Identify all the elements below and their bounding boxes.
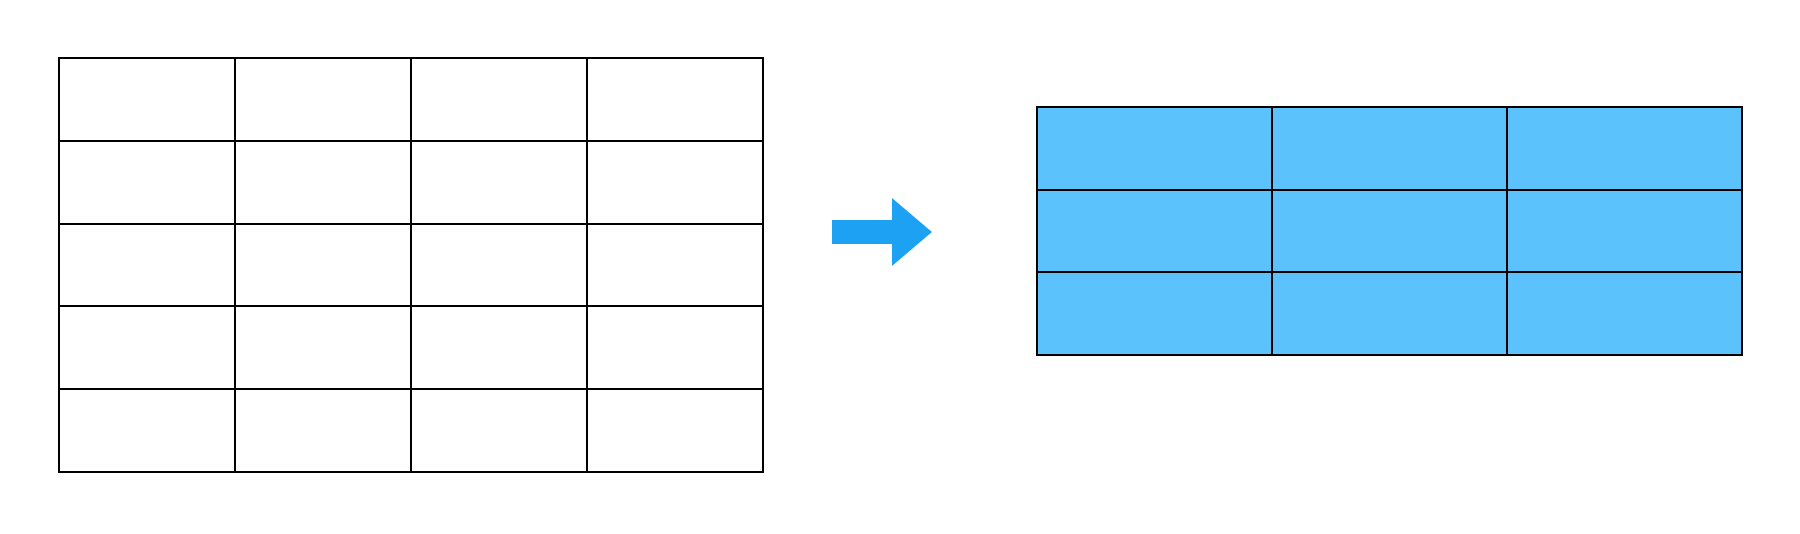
table-cell — [1506, 106, 1743, 191]
table-row — [58, 139, 764, 225]
table-cell — [410, 57, 588, 142]
right-arrow-icon — [832, 198, 932, 266]
table-cell — [58, 57, 236, 142]
table-cell — [58, 388, 236, 473]
table-cell — [586, 305, 764, 391]
table-cell — [586, 222, 764, 308]
table-cell — [1271, 106, 1508, 191]
table-cell — [58, 222, 236, 308]
table-cell — [234, 222, 412, 308]
table-cell — [1036, 188, 1273, 274]
table-cell — [410, 388, 588, 473]
table-cell — [586, 388, 764, 473]
table-cell — [234, 139, 412, 225]
source-table — [58, 57, 764, 473]
table-cell — [1036, 106, 1273, 191]
arrow-shape — [832, 198, 932, 266]
table-cell — [234, 57, 412, 142]
table-cell — [1271, 271, 1508, 356]
table-cell — [58, 139, 236, 225]
table-cell — [410, 305, 588, 391]
table-cell — [234, 305, 412, 391]
table-cell — [1506, 271, 1743, 356]
table-cell — [410, 139, 588, 225]
table-cell — [586, 139, 764, 225]
table-cell — [586, 57, 764, 142]
table-row — [58, 388, 764, 473]
table-cell — [58, 305, 236, 391]
table-cell — [410, 222, 588, 308]
result-table — [1036, 106, 1743, 356]
table-row — [58, 57, 764, 142]
table-row — [1036, 106, 1743, 191]
table-row — [58, 222, 764, 308]
table-cell — [1036, 271, 1273, 356]
table-row — [58, 305, 764, 391]
table-row — [1036, 188, 1743, 274]
table-cell — [1271, 188, 1508, 274]
table-cell — [234, 388, 412, 473]
table-row — [1036, 271, 1743, 356]
table-cell — [1506, 188, 1743, 274]
